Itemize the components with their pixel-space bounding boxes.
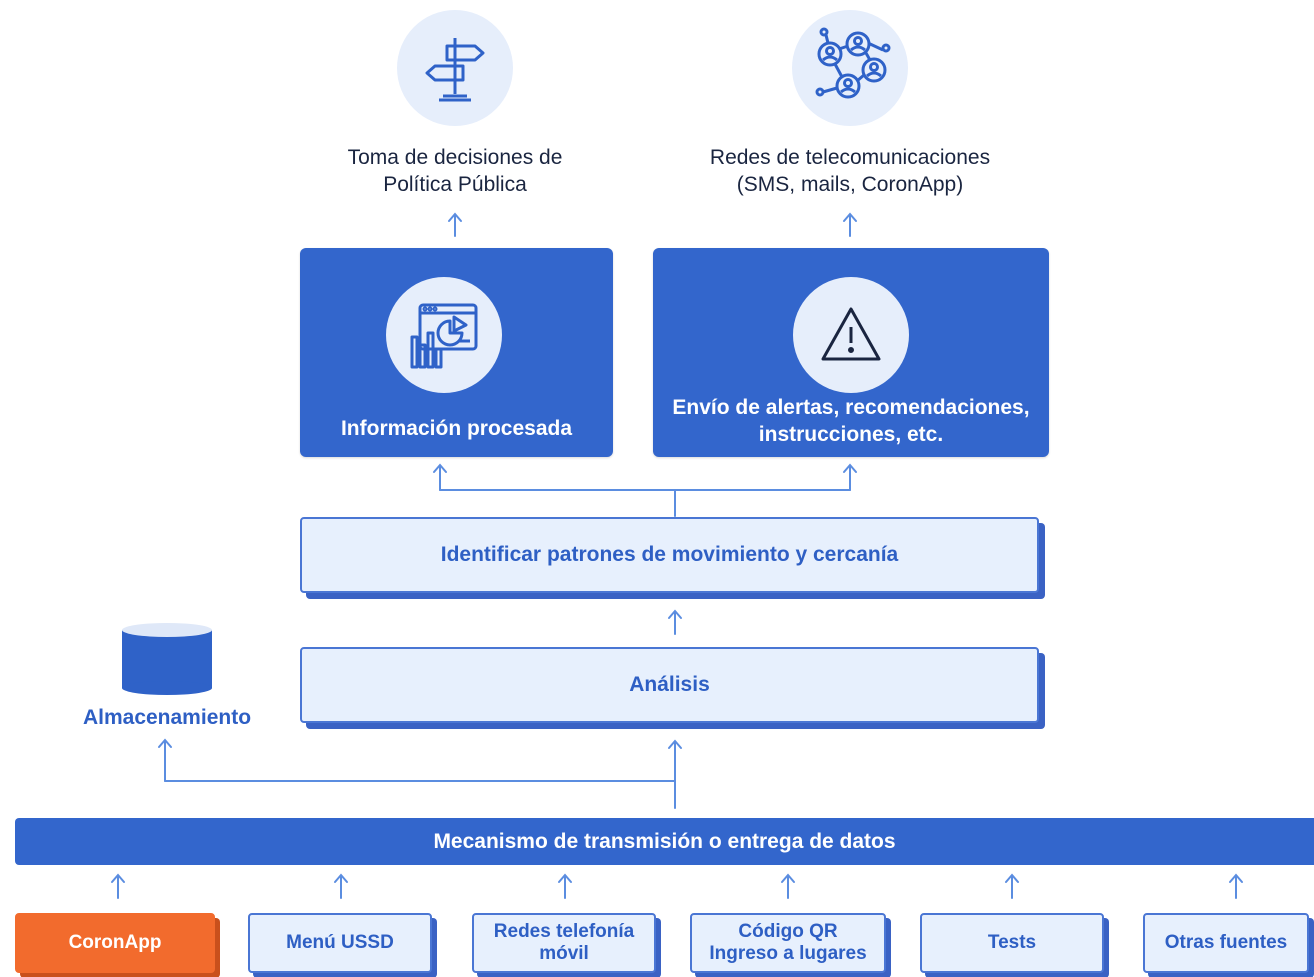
signpost-icon [397,10,513,126]
source-mobile-networks: Redes telefonía móvil [472,913,656,973]
source-label: Menú USSD [286,932,394,953]
storage-label: Almacenamiento [82,706,252,729]
output-label-telecom: Redes de telecomunicaciones(SMS, mails, … [709,146,991,196]
pattern-step-label: Identificar patrones de movimiento y cer… [440,543,899,566]
source-other: Otras fuentes [1143,913,1309,973]
source-label: móvil [539,943,589,964]
source-tests: Tests [920,913,1104,973]
transmission-bar: Mecanismo de transmisión o entrega de da… [15,818,1314,865]
storage-connector [158,738,682,809]
network-people-icon [792,10,908,126]
result-label-processed: Información procesada [340,417,573,440]
pattern-step-box: Identificar patrones de movimiento y cer… [300,517,1039,593]
source-ussd: Menú USSD [248,913,432,973]
source-label: Redes telefonía [493,921,635,942]
source-label: Otras fuentes [1164,932,1288,953]
warning-icon [793,277,909,393]
transmission-bar-label: Mecanismo de transmisión o entrega de da… [433,829,896,853]
source-coronapp: CoronApp [15,913,215,973]
source-label: Tests [987,932,1037,953]
source-label: Código QR [738,921,838,942]
arrow-up-pattern [668,609,682,635]
database-icon [122,623,212,695]
source-label: Ingreso a lugares [709,943,867,964]
source-label: CoronApp [68,932,162,953]
arrow-up-policy [448,212,462,237]
arrow-up-telecom [843,212,857,237]
analysis-step-label: Análisis [629,673,710,696]
result-box-alerts: Envío de alertas, recomendaciones,instru… [653,248,1049,457]
result-box-processed: Información procesada [300,248,613,457]
analysis-step-box: Análisis [300,647,1039,723]
source-qr-code: Código QR Ingreso a lugares [690,913,886,973]
source-arrows [111,873,1243,899]
analytics-dashboard-icon [386,277,502,393]
split-connector [433,463,857,517]
result-label-alerts: Envío de alertas, recomendaciones,instru… [672,396,1030,446]
